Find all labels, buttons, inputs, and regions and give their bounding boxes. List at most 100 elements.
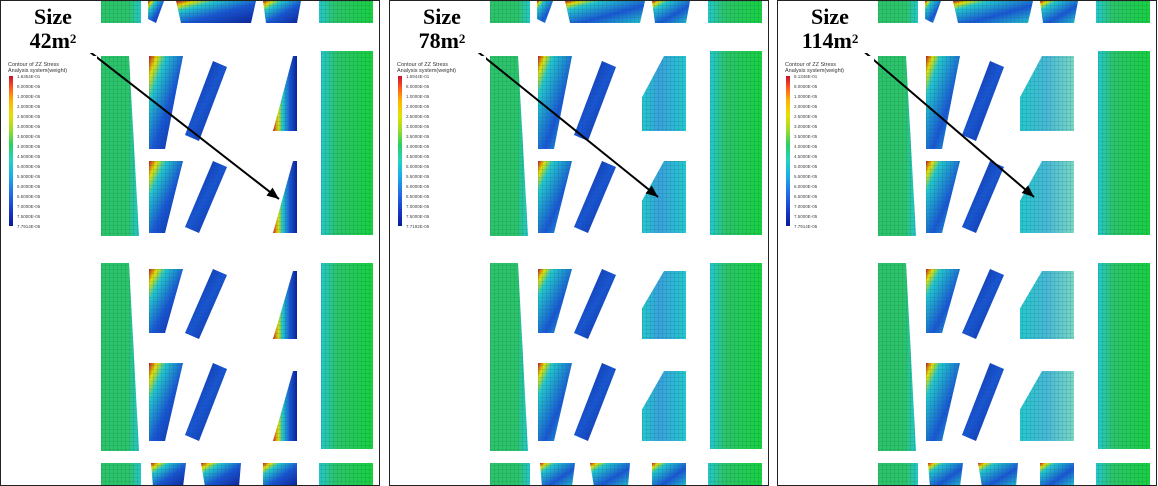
- diagonal-strip-2-mesh: [962, 161, 1004, 233]
- top-strip-left-mesh: [101, 1, 141, 23]
- stress-contour-plot: [451, 1, 762, 485]
- legend-tick-label: 6.5000E-05: [794, 194, 818, 199]
- left-column-upper-mesh: [101, 56, 139, 236]
- right-element-1-mesh: [1020, 56, 1074, 131]
- panel-size-114: Size 114m2 Contour of ZZ Stress Analysis…: [777, 0, 1157, 486]
- left-column-lower-mesh: [101, 263, 139, 451]
- right-element-4-mesh: [642, 371, 686, 441]
- legend-subtitle-text: Analysis system(weight): [785, 68, 844, 74]
- size-label: Size 42m2: [9, 5, 97, 53]
- size-label-word: Size: [423, 4, 461, 29]
- right-column-lower-mesh: [1098, 263, 1150, 449]
- legend-title-text: Contour of ZZ Stress: [397, 62, 449, 68]
- bottom-strip-far-right-mesh: [1096, 463, 1150, 485]
- legend-tick-label: 5.5000E-05: [17, 174, 41, 179]
- diagonal-strip-3-mesh: [185, 269, 227, 339]
- legend-title-text: Contour of ZZ Stress: [8, 62, 60, 68]
- triangle-element-2-mesh: [538, 161, 572, 233]
- legend-tick-label: 3.5000E-05: [406, 134, 430, 139]
- legend-title-text: Contour of ZZ Stress: [785, 62, 837, 68]
- legend-tick-label: 2.0000E-05: [17, 104, 41, 109]
- legend-tick-label: 6.5000E-05: [406, 194, 430, 199]
- legend-tick-label: 2.5000E-05: [794, 114, 818, 119]
- triangle-element-1-mesh: [926, 56, 960, 149]
- bottom-strip-piece-1-mesh: [540, 463, 575, 485]
- top-strip-center-mesh: [176, 1, 256, 23]
- size-label-value: 78m: [418, 28, 459, 53]
- legend-tick-label: 5.5000E-05: [406, 174, 430, 179]
- triangle-element-4-mesh: [149, 363, 183, 441]
- top-strip-left-mesh: [490, 1, 530, 23]
- legend-tick-label: 7.5000E-05: [794, 214, 818, 219]
- top-strip-red-piece-mesh: [148, 1, 164, 23]
- diagonal-strip-2-mesh: [185, 161, 227, 233]
- diagonal-strip-3-mesh: [962, 269, 1004, 339]
- legend-tick-label: 4.5000E-05: [406, 154, 430, 159]
- right-column-lower-mesh: [710, 263, 762, 449]
- legend-tick-label: 3.0000E-05: [406, 124, 430, 129]
- pointer-arrow-line: [62, 30, 280, 200]
- bottom-strip-piece-1-mesh: [928, 463, 963, 485]
- left-column-lower-mesh: [490, 263, 528, 451]
- left-column-upper-mesh: [490, 56, 528, 236]
- right-element-2-mesh: [642, 161, 686, 233]
- legend-tick-label: 5.0000E-05: [406, 164, 430, 169]
- right-element-1-mesh: [273, 56, 297, 131]
- size-label-exponent: 2: [851, 31, 859, 46]
- legend-tick-label: 7.7914E-05: [794, 224, 818, 229]
- legend-tick-label: 4.0000E-05: [794, 144, 818, 149]
- size-label-exponent: 2: [69, 31, 77, 46]
- legend-tick-label: 7.0000E-05: [406, 204, 430, 209]
- legend-tick-label: 8.0000E-05: [17, 84, 41, 89]
- bottom-strip-piece-3-mesh: [652, 463, 686, 485]
- legend-tick-label: 7.5000E-05: [17, 214, 41, 219]
- right-element-3-mesh: [273, 271, 297, 339]
- right-element-3-mesh: [1020, 271, 1074, 339]
- top-strip-center-mesh: [565, 1, 645, 23]
- stress-contour-plot: [62, 1, 373, 485]
- right-column-upper-mesh: [710, 51, 762, 235]
- triangle-element-3-mesh: [538, 269, 572, 333]
- size-label: Size 114m2: [786, 5, 874, 53]
- right-element-4-mesh: [1020, 371, 1074, 441]
- legend-tick-label: 7.7914E-05: [17, 224, 41, 229]
- right-element-3-mesh: [642, 271, 686, 339]
- top-strip-right-mesh: [1040, 1, 1078, 23]
- legend-tick-label: 6.0000E-05: [406, 184, 430, 189]
- triangle-element-1-mesh: [538, 56, 572, 149]
- stress-contour-plot: [839, 1, 1150, 485]
- size-label-exponent: 2: [458, 31, 466, 46]
- legend-tick-label: 5.0000E-05: [17, 164, 41, 169]
- legend-title: Contour of ZZ Stress Analysis system(wei…: [8, 62, 67, 74]
- top-strip-left-mesh: [878, 1, 918, 23]
- right-column-lower-mesh: [321, 263, 373, 449]
- pointer-arrow-line: [451, 30, 659, 198]
- legend-color-bar: [786, 76, 790, 226]
- left-column-lower-mesh: [878, 263, 916, 451]
- top-strip-center-mesh: [953, 1, 1033, 23]
- top-strip-far-right-mesh: [708, 1, 762, 23]
- triangle-element-2-mesh: [926, 161, 960, 233]
- diagonal-strip-3-mesh: [574, 269, 616, 339]
- triangle-element-1-mesh: [149, 56, 183, 149]
- bottom-strip-piece-2-mesh: [590, 463, 630, 485]
- legend-tick-label: 5.5000E-05: [794, 174, 818, 179]
- panel-size-42: Size 42m2 Contour of ZZ Stress Analysis …: [0, 0, 380, 486]
- top-strip-right-mesh: [652, 1, 690, 23]
- right-column-upper-mesh: [1098, 51, 1150, 235]
- legend-tick-label: 2.5000E-05: [406, 114, 430, 119]
- bottom-strip-left-mesh: [490, 463, 530, 485]
- legend-tick-label: 1.0000E-05: [17, 94, 41, 99]
- legend-tick-label: 3.5000E-05: [17, 134, 41, 139]
- triangle-element-4-mesh: [926, 363, 960, 441]
- size-label-value: 42m: [29, 28, 70, 53]
- legend-tick-label: 3.5000E-05: [794, 134, 818, 139]
- legend-tick-label: 4.0000E-05: [17, 144, 41, 149]
- bottom-strip-piece-2-mesh: [201, 463, 241, 485]
- right-element-1-mesh: [642, 56, 686, 131]
- left-column-upper-mesh: [878, 56, 916, 236]
- bottom-strip-piece-3-mesh: [263, 463, 297, 485]
- legend-subtitle-text: Analysis system(weight): [397, 68, 456, 74]
